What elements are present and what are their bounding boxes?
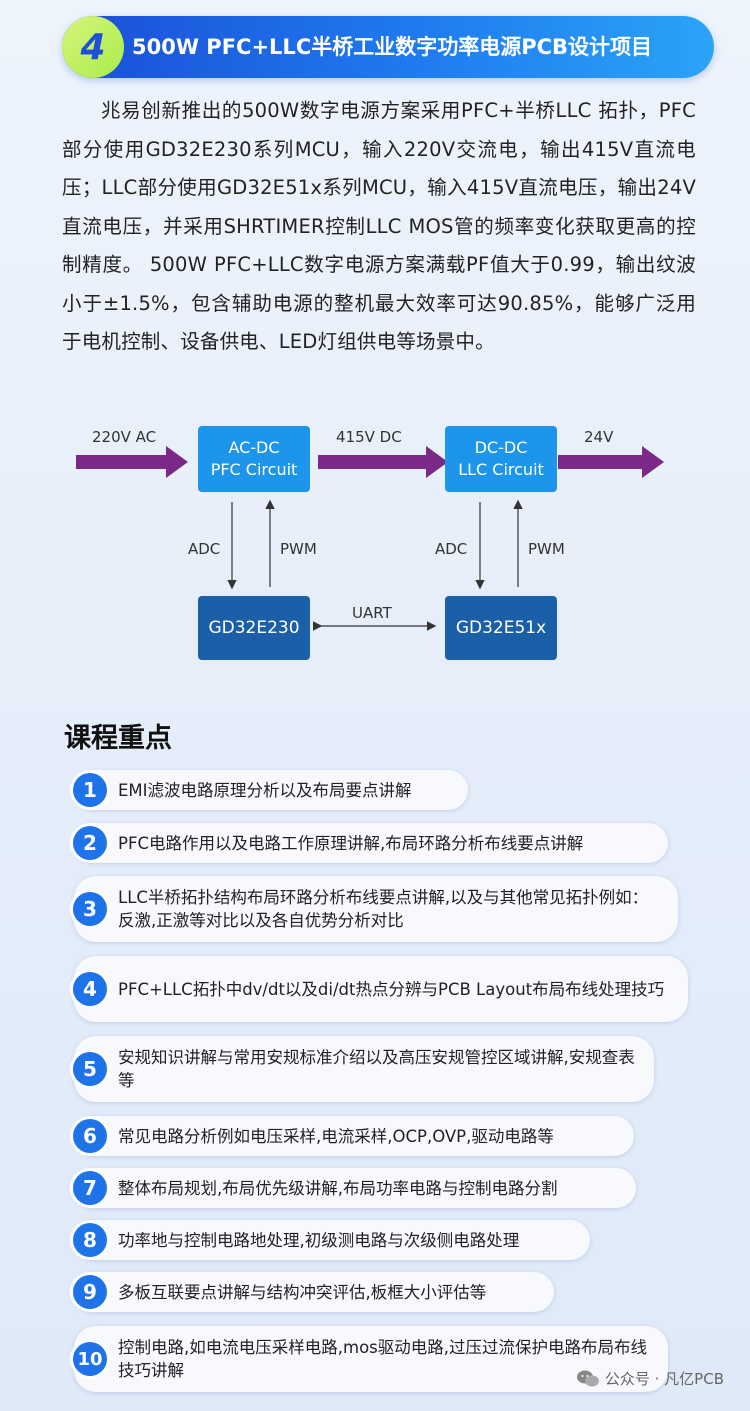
- intro-paragraph: 兆易创新推出的500W数字电源方案采用PFC+半桥LLC 拓扑，PFC部分使用G…: [62, 99, 696, 353]
- section-number-badge: 4: [62, 16, 124, 78]
- course-item: LLC半桥拓扑结构布局环路分析布线要点讲解,以及与其他常见拓扑例如：反激,正激等…: [74, 876, 678, 942]
- output-voltage-label: 24V: [584, 428, 614, 446]
- course-item-text: PFC电路作用以及电路工作原理讲解,布局环路分析布线要点讲解: [118, 833, 584, 853]
- course-item-number: 3: [73, 892, 107, 926]
- adc-label-left: ADC: [188, 540, 221, 558]
- course-item-number: 2: [73, 826, 107, 860]
- section-banner: 4 500W PFC+LLC半桥工业数字功率电源PCB设计项目: [62, 16, 714, 78]
- course-item-number: 8: [73, 1223, 107, 1257]
- mid-voltage-label: 415V DC: [336, 428, 402, 446]
- pwm-label-left: PWM: [280, 540, 317, 558]
- course-item-text: EMI滤波电路原理分析以及布局要点讲解: [118, 780, 412, 800]
- course-item-number: 5: [73, 1052, 107, 1086]
- wechat-icon: [576, 1370, 599, 1386]
- course-item-number: 10: [73, 1342, 107, 1376]
- course-item-text: 安规知识讲解与常用安规标准介绍以及高压安规管控区域讲解,安规查表等: [118, 1048, 635, 1090]
- block-diagram: 220V AC 415V DC 24V AC-DC PFC Circuit DC…: [70, 412, 680, 672]
- course-item: 整体布局规划,布局优先级讲解,布局功率电路与控制电路分割: [74, 1168, 636, 1208]
- course-item: 控制电路,如电流电压采样电路,mos驱动电路,过压过流保护电路布局布线技巧讲解: [74, 1326, 668, 1392]
- course-item: 多板互联要点讲解与结构冲突评估,板框大小评估等: [74, 1272, 554, 1312]
- input-power-arrow: [76, 446, 188, 478]
- llc-box-line1: DC-DC: [474, 438, 528, 457]
- course-item: 安规知识讲解与常用安规标准介绍以及高压安规管控区域讲解,安规查表等: [74, 1036, 654, 1102]
- llc-box-line2: LLC Circuit: [458, 460, 544, 479]
- course-item-text: 常见电路分析例如电压采样,电流采样,OCP,OVP,驱动电路等: [118, 1126, 554, 1146]
- course-heading: 课程重点: [64, 723, 172, 754]
- course-item-text: 整体布局规划,布局优先级讲解,布局功率电路与控制电路分割: [118, 1178, 558, 1198]
- pfc-box-line1: AC-DC: [228, 438, 280, 457]
- output-power-arrow: [558, 446, 664, 478]
- mcu-gd32e51x: GD32E51x: [445, 596, 557, 660]
- watermark: 公众号 · 凡亿PCB: [576, 1368, 724, 1389]
- uart-label: UART: [352, 604, 392, 622]
- course-item-number: 9: [73, 1275, 107, 1309]
- course-item-text: 功率地与控制电路地处理,初级测电路与次级侧电路处理: [118, 1230, 520, 1250]
- llc-circuit-box: DC-DC LLC Circuit: [445, 426, 557, 492]
- course-item: PFC电路作用以及电路工作原理讲解,布局环路分析布线要点讲解: [74, 823, 668, 863]
- course-item: 常见电路分析例如电压采样,电流采样,OCP,OVP,驱动电路等: [74, 1116, 634, 1156]
- course-item-number: 6: [73, 1119, 107, 1153]
- course-item-number: 4: [73, 972, 107, 1006]
- course-item: EMI滤波电路原理分析以及布局要点讲解: [74, 770, 468, 810]
- watermark-text: 公众号 · 凡亿PCB: [604, 1370, 724, 1388]
- course-item: PFC+LLC拓扑中dv/dt以及di/dt热点分辨与PCB Layout布局布…: [74, 956, 688, 1022]
- pfc-box-line2: PFC Circuit: [210, 460, 298, 479]
- course-item: 功率地与控制电路地处理,初级测电路与次级侧电路处理: [74, 1220, 590, 1260]
- section-title: 500W PFC+LLC半桥工业数字功率电源PCB设计项目: [132, 35, 653, 59]
- course-item-text: PFC+LLC拓扑中dv/dt以及di/dt热点分辨与PCB Layout布局布…: [118, 979, 665, 999]
- course-item-text: 多板互联要点讲解与结构冲突评估,板框大小评估等: [118, 1282, 487, 1302]
- input-voltage-label: 220V AC: [92, 428, 157, 446]
- course-item-number: 1: [73, 773, 107, 807]
- pfc-circuit-box: AC-DC PFC Circuit: [198, 426, 310, 492]
- mcu-gd32e230: GD32E230: [198, 596, 310, 660]
- course-item-number: 7: [73, 1171, 107, 1205]
- diagram-arrows: [76, 446, 664, 631]
- course-item-text: 控制电路,如电流电压采样电路,mos驱动电路,过压过流保护电路布局布线技巧讲解: [118, 1338, 647, 1380]
- pwm-label-right: PWM: [528, 540, 565, 558]
- adc-label-right: ADC: [435, 540, 468, 558]
- mid-power-arrow: [318, 446, 448, 478]
- course-item-text: LLC半桥拓扑结构布局环路分析布线要点讲解,以及与其他常见拓扑例如：反激,正激等…: [118, 888, 649, 930]
